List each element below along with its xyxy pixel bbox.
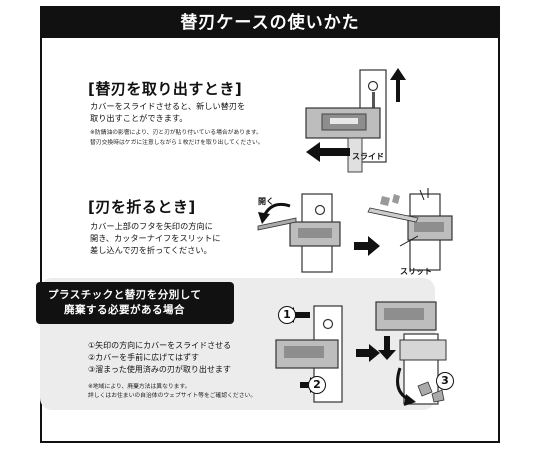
used-blades-illustration bbox=[375, 301, 447, 406]
disposal-step3: ③溜まった使用済みの刃が取り出せます bbox=[88, 365, 231, 374]
disposal-title-box bbox=[36, 282, 234, 324]
step3-badge: 3 bbox=[436, 372, 454, 390]
disposal-note-line2: 詳しくはお住まいの自治体のウェブサイト等をご確認ください。 bbox=[88, 393, 257, 399]
section2-body-line1: カバー上部のフタを矢印の方向に bbox=[90, 221, 213, 231]
lid-open-illustration bbox=[257, 193, 341, 273]
disposal-step2: ②カバーを手前に広げてはずす bbox=[88, 353, 200, 362]
right-arrow-icon-2 bbox=[356, 344, 380, 362]
page-title: 替刃ケースの使いかた bbox=[42, 8, 498, 38]
section2-body-line3: 差し込んで刃を折ってください。 bbox=[90, 245, 212, 255]
section1-heading: [替刃を取り出すとき] bbox=[88, 80, 243, 98]
disposal-note-line1: ※地域により、廃棄方法は異なります。 bbox=[88, 384, 191, 390]
section2-body-line2: 開き、カッターナイフをスリットに bbox=[90, 233, 221, 243]
section1-note-line1: ※防錆油の影響により、刃と刃が貼り付いている場合があります。 bbox=[90, 130, 262, 136]
section1-body-line1: カバーをスライドさせると、新しい替刃を bbox=[90, 101, 246, 111]
section2-heading: [刃を折るとき] bbox=[88, 198, 196, 216]
step2-badge: 2 bbox=[308, 376, 326, 394]
blade-snap-illustration bbox=[367, 188, 453, 271]
disposal-step1: ①矢印の方向にカバーをスライドさせる bbox=[88, 341, 232, 350]
case-slide-illustration bbox=[305, 68, 406, 173]
section1-body-line2: 取り出すことができます。 bbox=[90, 113, 188, 123]
slit-label: スリット bbox=[400, 267, 432, 276]
step1-number: 1 bbox=[283, 308, 291, 321]
open-label: 開く bbox=[258, 197, 274, 206]
step2-number: 2 bbox=[313, 378, 321, 391]
section1-note-line2: 替刃交換時はケガに注意しながら１枚だけを取り出してください。 bbox=[90, 140, 264, 146]
disposal-title-line1: プラスチックと替刃を分別して bbox=[48, 289, 202, 301]
step1-badge: 1 bbox=[278, 306, 296, 324]
right-arrow-icon bbox=[354, 236, 380, 256]
slide-label: スライド bbox=[352, 152, 384, 161]
disposal-title-line2: 廃棄する必要がある場合 bbox=[64, 304, 185, 316]
step3-number: 3 bbox=[441, 374, 449, 387]
cover-remove-illustration bbox=[275, 305, 343, 403]
